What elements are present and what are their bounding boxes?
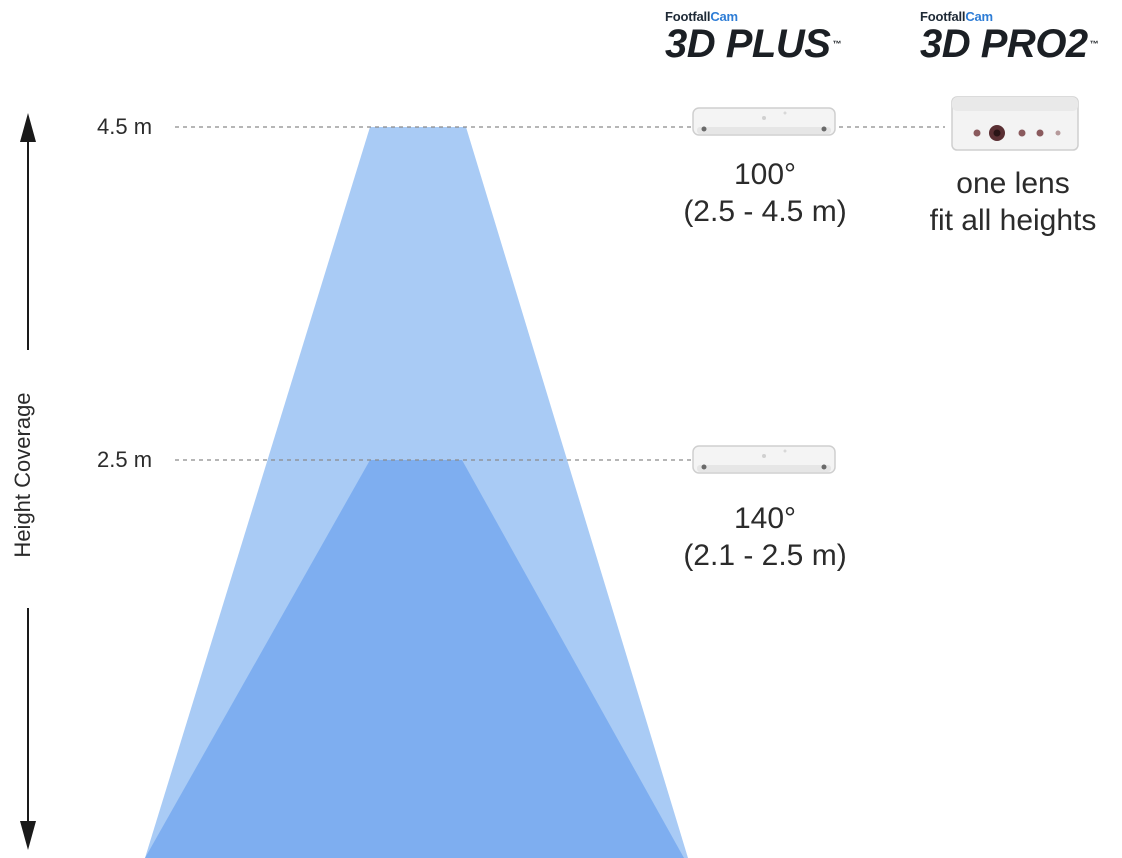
- plus-device-high-icon: [692, 107, 836, 136]
- height-label-bottom: 2.5 m: [97, 447, 153, 472]
- plus-low-caption: 140° (2.1 - 2.5 m): [630, 500, 900, 574]
- model-name: 3D PLUS: [665, 22, 831, 66]
- axis-label: Height Coverage: [10, 392, 35, 558]
- company-suffix: Cam: [710, 9, 738, 24]
- brand-3d-plus-company: FootfallCam: [665, 10, 841, 24]
- trademark: ™: [1089, 39, 1099, 49]
- company-prefix: Footfall: [920, 9, 966, 24]
- inner-beam-140: [145, 460, 684, 858]
- arrow-up-icon: [20, 113, 36, 142]
- height-label-top: 4.5 m: [97, 114, 153, 139]
- arrow-down-icon: [20, 821, 36, 850]
- pro2-caption-line2: fit all heights: [929, 204, 1097, 237]
- pro2-caption-line1: one lens: [956, 167, 1070, 200]
- plus-low-angle: 140°: [733, 502, 797, 535]
- plus-device-low-icon: [692, 445, 836, 474]
- brand-3d-pro2-company: FootfallCam: [920, 10, 1098, 24]
- pro2-device-icon: [951, 96, 1079, 151]
- model-name: 3D PRO2: [920, 22, 1088, 66]
- company-prefix: Footfall: [665, 9, 711, 24]
- plus-high-caption: 100° (2.5 - 4.5 m): [630, 156, 900, 230]
- trademark: ™: [832, 39, 841, 49]
- plus-high-range: (2.5 - 4.5 m): [683, 195, 847, 228]
- height-axis: [20, 113, 36, 850]
- company-suffix: Cam: [965, 9, 993, 24]
- plus-high-angle: 100°: [733, 158, 797, 191]
- pro2-caption: one lens fit all heights: [898, 165, 1122, 239]
- plus-low-range: (2.1 - 2.5 m): [683, 539, 847, 572]
